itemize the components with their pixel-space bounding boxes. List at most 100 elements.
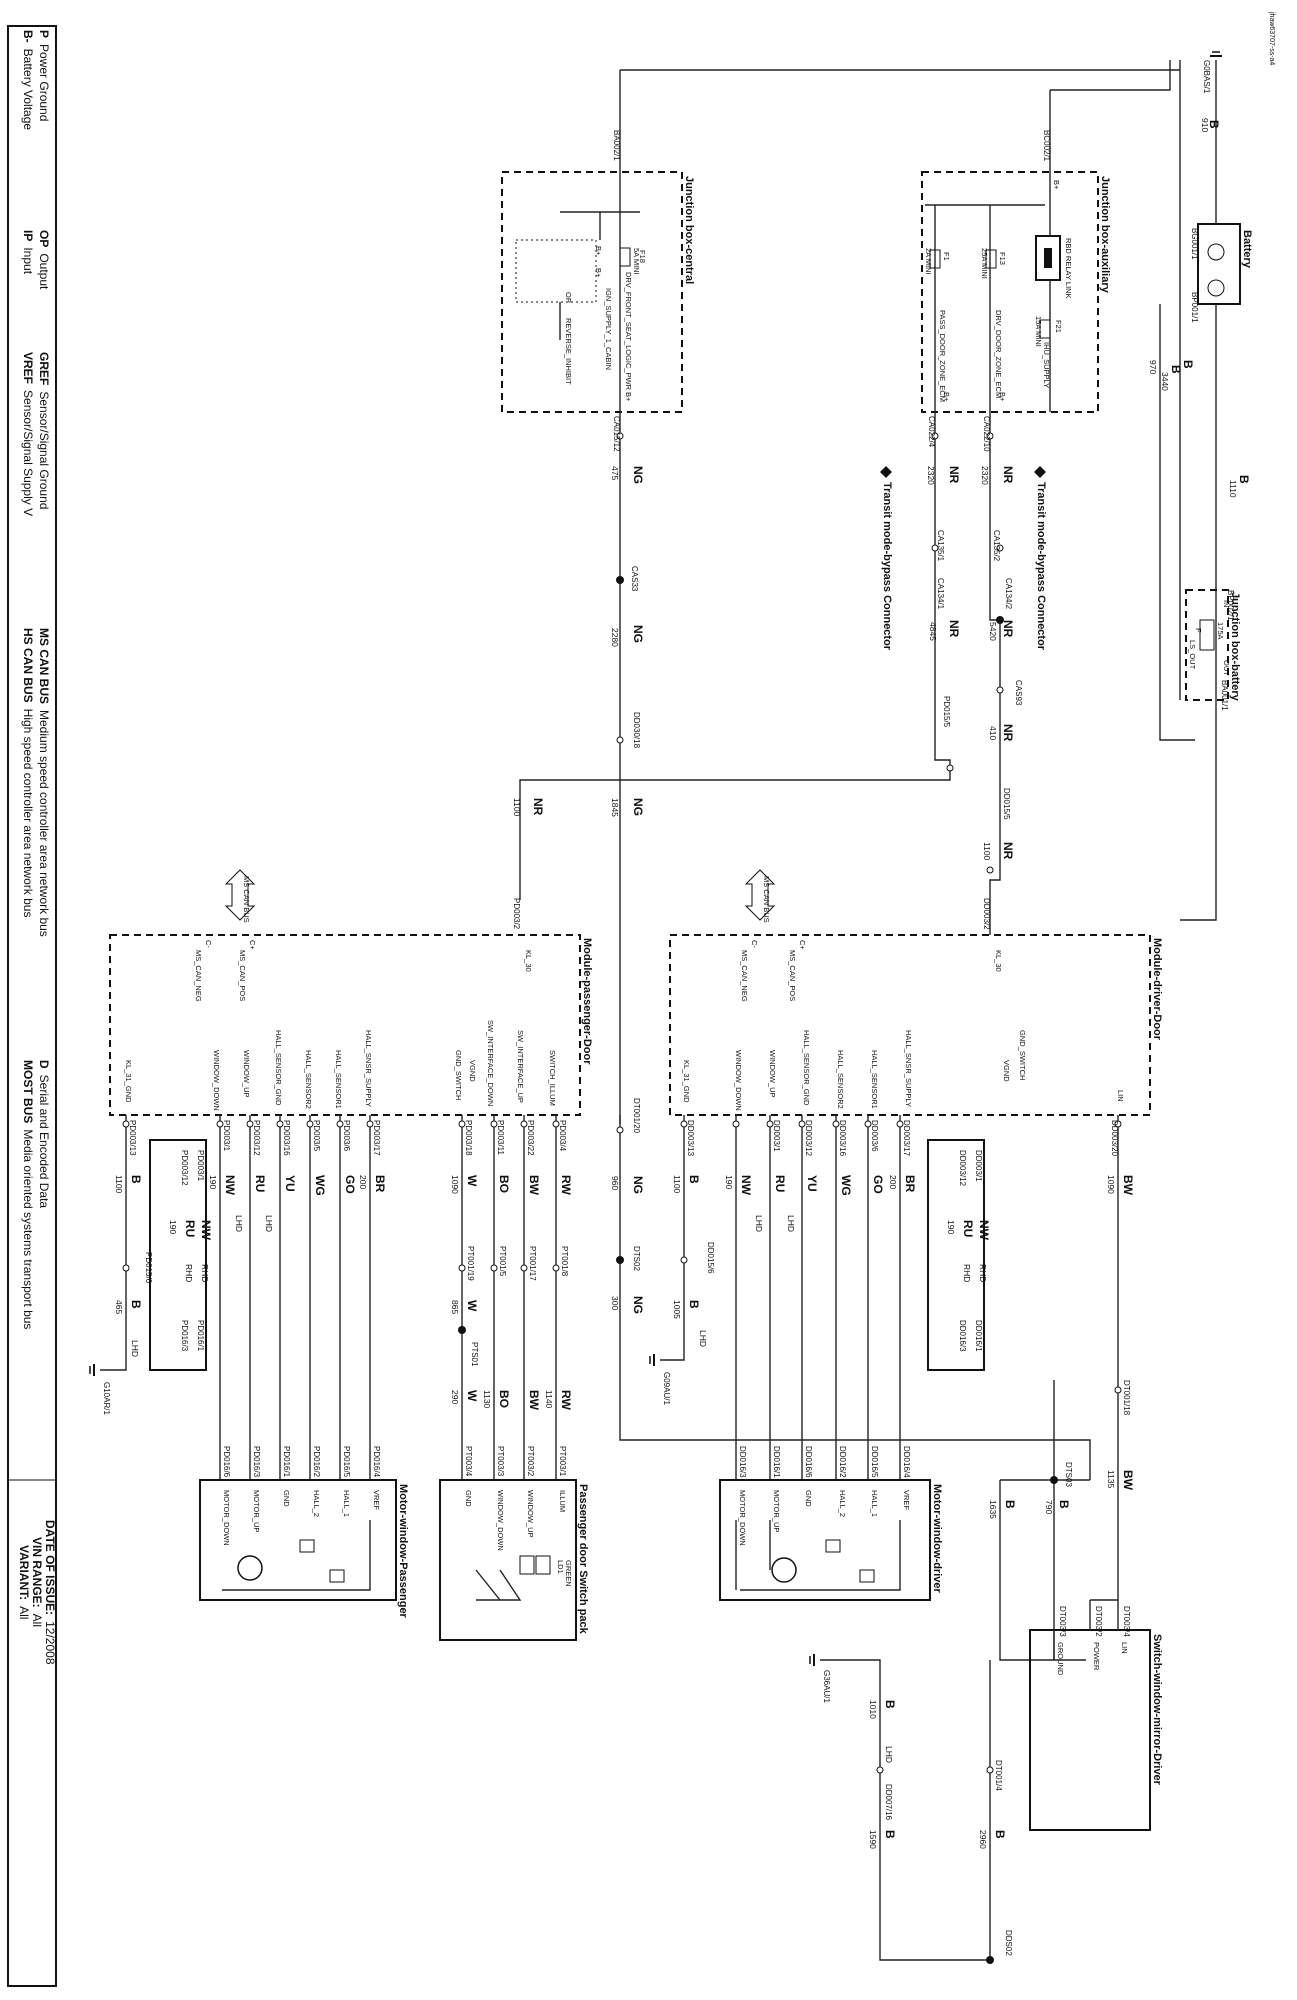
wire-color-ng-2: NG <box>631 625 645 643</box>
pass-var-rhd-2: RHD <box>184 1264 194 1282</box>
wire-size-1100b: 1100 <box>512 798 522 817</box>
wire-size-3440: 3440 <box>1160 372 1170 391</box>
legend-text-bv: Battery Voltage <box>21 49 35 131</box>
conn-dd015: DD015/5 <box>1002 788 1011 820</box>
jb-battery-title: Junction box-battery <box>1229 592 1241 702</box>
drv-wire-wg: WG <box>839 1175 853 1196</box>
wire-size-1845: 1845 <box>610 798 620 817</box>
battery-title: Battery <box>1241 230 1253 269</box>
motor-drv-pin-down: MOTOR_DOWN <box>738 1490 747 1546</box>
drv-wire-br: BR <box>903 1175 917 1193</box>
variant-value: All <box>17 1606 31 1619</box>
drv-pin-lin: LIN <box>1116 1090 1125 1102</box>
legend-text-most: Media oriented systems transport bus <box>21 1129 35 1329</box>
legend-abbr-d: D <box>37 1060 51 1069</box>
pass-conn-pd003-6: PD003/6 <box>342 1120 351 1152</box>
aux-fuse-f13: F13 <box>998 252 1007 265</box>
svg-text:VARIANT:All: VARIANT:All <box>17 1545 31 1619</box>
pass-wire-w2: W <box>465 1300 479 1312</box>
wire-size-1100: 1100 <box>982 842 992 861</box>
drv-wire-nw: NW <box>739 1175 753 1196</box>
conn-dt003-4: DT003/4 <box>1122 1606 1131 1637</box>
pass-var-pd016-1: PD016/1 <box>196 1320 205 1352</box>
pass-conn-pt001-8: PT001/8 <box>560 1246 569 1277</box>
motor-drv-conn-6: DD016/6 <box>804 1446 813 1478</box>
svg-text:DSerial and Encoded Data: DSerial and Encoded Data <box>37 1060 51 1208</box>
pass-pin-cplus: C+ <box>248 940 257 950</box>
drv-pin-hall-supply: HALL_SNSR_SUPPLY <box>904 1030 913 1107</box>
drv-conn-dd003-17: DD003/17 <box>902 1120 911 1157</box>
pass-wire-w: W <box>465 1175 479 1187</box>
transit-connector-1: Transit mode-bypass Connector CA135/2 CA… <box>992 466 1047 651</box>
svg-text:B-Battery Voltage: B-Battery Voltage <box>21 30 35 130</box>
legend-abbr-vref: VREF <box>21 352 35 384</box>
gnd-wire-b1: B <box>883 1700 897 1709</box>
mirror-pin-power: POWER <box>1092 1642 1101 1671</box>
central-pin-b2: B+ <box>594 268 603 278</box>
motor-window-passenger: Motor-window-Passenger VREF HALL_1 HALL_… <box>199 1446 409 1619</box>
pass-can-label: MS CAN BUS <box>242 876 251 923</box>
drv-var-dd003-12: DD003/12 <box>958 1150 967 1187</box>
motor-drv-conn-4: DD016/4 <box>902 1446 911 1478</box>
mirror-pin-lin: LIN <box>1120 1642 1129 1654</box>
aux-relay-label: RBD RELAY LINK <box>1064 238 1073 299</box>
svg-text:HS CAN BUSHigh speed controlle: HS CAN BUSHigh speed controller area net… <box>21 628 35 917</box>
drv-pin-hall1: HALL_SENSOR1 <box>870 1050 879 1109</box>
legend-col2: IPInput OPOutput <box>21 230 51 290</box>
pass-wire-br: BR <box>373 1175 387 1193</box>
drv-var-rhd-2: RHD <box>962 1264 972 1282</box>
jb-battery-pin-in: IN <box>1222 600 1231 608</box>
drv-pin-hall2: HALL_SENSOR2 <box>836 1050 845 1109</box>
aux-out-ihu: IHU_SUPPLY <box>1042 342 1051 388</box>
vin-label: VIN RANGE: <box>30 1537 44 1608</box>
gnd-wire-size-1590: 1590 <box>868 1830 878 1849</box>
jb-battery-fuse: 175A <box>1216 622 1225 640</box>
conn-ca135b: CA135/1 <box>936 530 945 562</box>
aux-pin-b1: B+ <box>1052 180 1061 190</box>
pass-wire-bw2: BW <box>527 1390 541 1411</box>
pass-pin-gndswitch: GND_SWITCH <box>454 1050 463 1100</box>
pass-wire-size-290: 290 <box>450 1390 460 1404</box>
pass-pin-kl31: KL_31_GND <box>124 1060 133 1103</box>
aux-fuse-f1-rating: 2A MINI <box>924 248 933 275</box>
junction-box-auxiliary: Junction box-auxiliary RBD RELAY LINK F1… <box>921 130 1111 413</box>
conn-ba001: BA001/1 <box>1220 680 1229 711</box>
drv-wire-b-gnd: B <box>687 1175 701 1184</box>
drv-var-dd016-1: DD016/1 <box>974 1320 983 1352</box>
gnd-wire-b2: B <box>883 1830 897 1839</box>
transit1-title: Transit mode-bypass Connector <box>1035 482 1047 651</box>
svg-text:PPower Ground: PPower Ground <box>37 30 51 121</box>
mirror-pin-ground: GROUND <box>1056 1642 1065 1676</box>
drv-pin-gndswitch: GND_SWITCH <box>1018 1030 1027 1080</box>
jb-aux-title: Junction box-auxiliary <box>1099 176 1111 294</box>
pass-wire-b-gnd2: B <box>129 1300 143 1309</box>
conn-ca015: CA015/12 <box>612 416 621 452</box>
switch-conn-pt003-2: PT003/2 <box>526 1446 535 1477</box>
svg-text:MOST BUSMedia oriented systems: MOST BUSMedia oriented systems transport… <box>21 1060 35 1329</box>
mod-pass-title: Module-passenger-Door <box>581 938 593 1065</box>
drv-wire-b-pwr: B <box>1057 1500 1071 1509</box>
svg-text:GREFSensor/Signal Ground: GREFSensor/Signal Ground <box>37 352 51 509</box>
transit-connector-2: Transit mode-bypass Connector CA135/1 CA… <box>880 466 945 651</box>
pass-conn-pd003-22: PD003/22 <box>526 1120 535 1156</box>
drv-pin-mscanneg: MS_CAN_NEG <box>740 950 749 1002</box>
switch-conn-pt003-3: PT003/3 <box>496 1446 505 1477</box>
pass-pin-mscanneg: MS_CAN_NEG <box>194 950 203 1002</box>
mirror-switch-title: Switch-window-mirror-Driver <box>1151 1634 1163 1786</box>
drv-pin-kl31: KL_31_GND <box>682 1060 691 1103</box>
pass-conn-pt001-19: PT001/19 <box>466 1246 475 1281</box>
central-pin-op: OP <box>564 292 573 303</box>
pass-wire-size-300: 300 <box>610 1296 620 1310</box>
pass-conn-pd003-18: PD003/18 <box>464 1120 473 1156</box>
pass-pin-hall-gnd: HALL_SENSOR_GND <box>274 1030 283 1106</box>
conn-pd015: PD015/5 <box>942 696 951 728</box>
motor-pass-title: Motor-window-Passenger <box>397 1484 409 1619</box>
date-label: DATE OF ISSUE: <box>43 1520 57 1615</box>
module-driver-door: Module-driver-Door DD003/2 KL_30 MS_CAN_… <box>669 869 1163 1116</box>
ground-g0bas: G0BAS/1 <box>1202 51 1222 94</box>
pass-conn-pd003-17: PD003/17 <box>372 1120 381 1156</box>
wire-size-970: 970 <box>1148 360 1158 374</box>
pass-pin-mscanpos: MS_CAN_POS <box>238 950 247 1001</box>
aux-fuse-f21-rating: 15A MINI <box>1034 316 1043 347</box>
motor-pass-conn-6: PD016/6 <box>222 1446 231 1478</box>
